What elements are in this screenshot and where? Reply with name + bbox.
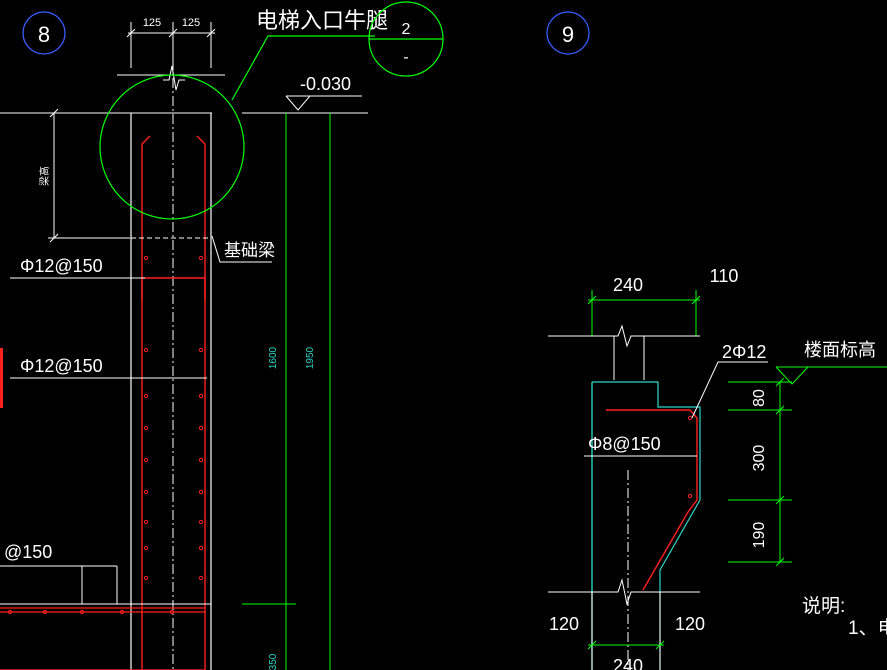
floor-level-label: 楼面标高 [804, 340, 876, 360]
corbel-rebar-dot-2 [687, 493, 693, 499]
dim-120-right: 120 [675, 614, 705, 634]
break-line-bottom [548, 578, 700, 670]
rebar-leaders [0, 277, 207, 567]
axis-label-8: 8 [38, 22, 50, 47]
stirrup-label: Φ8@150 [588, 434, 661, 454]
floor-level-symbol [775, 366, 887, 385]
dim-1950: 1950 [305, 346, 316, 369]
elevation-symbol [285, 95, 362, 111]
dim-240-top: 240 [613, 275, 643, 295]
red-edge-marker [0, 348, 3, 408]
bottom-beam-rebar [0, 607, 205, 670]
rebar-2phi12: 2Φ12 [722, 342, 766, 362]
beam-label: 基础梁 [224, 241, 275, 260]
rebar-label-2: Φ12@150 [20, 356, 103, 376]
corbel-rebar-dot-1 [687, 415, 693, 421]
notes-item-1: 1、电 [848, 617, 887, 639]
callout-leader [231, 35, 375, 101]
break-line-top [548, 324, 700, 380]
dim-350: 350 [268, 653, 279, 670]
dim-110: 110 [710, 266, 739, 286]
beam-height-label: 梁高 [38, 166, 51, 186]
axis-bubble-9: 9 [546, 11, 590, 55]
dim-190: 190 [751, 522, 768, 549]
right-top-dimension [587, 290, 701, 336]
dim-1600: 1600 [268, 346, 279, 369]
dim-300: 300 [751, 445, 768, 472]
corbel-outline-right [592, 381, 701, 670]
top-dimension [117, 22, 225, 76]
break-mark-left [163, 65, 185, 91]
callout-title: 电梯入口牛腿 [256, 8, 388, 33]
height-dimension [48, 108, 130, 243]
dim-240-bottom: 240 [613, 656, 643, 670]
leader-2phi12 [691, 361, 768, 419]
column-outline [130, 113, 212, 670]
axis-label-9: 9 [562, 22, 574, 47]
right-vertical-dimensions [728, 377, 792, 567]
elevation-value: -0.030 [300, 74, 351, 94]
rebar-label-3: @150 [4, 542, 52, 562]
vertical-dimensions [242, 113, 331, 670]
bottom-beam-outline [0, 565, 211, 605]
detail-circle [99, 74, 245, 220]
detail-bubble: 2 - [368, 1, 444, 77]
bottom-dimension [587, 640, 665, 650]
rebar-label-1: Φ12@150 [20, 256, 103, 276]
detail-number: 2 [402, 21, 411, 38]
notes-heading: 说明: [802, 595, 845, 617]
dim-125-left: 125 [143, 17, 161, 29]
dim-120-left: 120 [549, 614, 579, 634]
axis-bubble-8: 8 [22, 11, 66, 55]
beam-leader [211, 235, 272, 263]
detail-sheet: - [403, 49, 408, 66]
dim-80: 80 [751, 389, 768, 407]
dim-125-right: 125 [182, 17, 200, 29]
corbel-rebar [606, 409, 698, 591]
column-rebar [141, 135, 206, 670]
